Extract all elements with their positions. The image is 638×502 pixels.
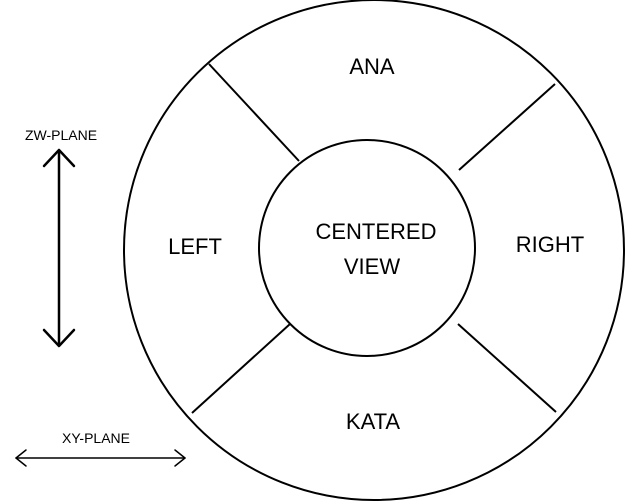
divider-bottom-right [457, 323, 557, 413]
view-label: VIEW [344, 254, 400, 279]
inner-circle [258, 139, 476, 357]
right-label: RIGHT [516, 232, 584, 257]
xy-plane-label: XY-PLANE [62, 430, 130, 446]
ana-label: ANA [349, 54, 395, 79]
kata-label: KATA [346, 409, 401, 434]
divider-top-right [458, 83, 556, 171]
divider-top-left [208, 63, 300, 162]
divider-bottom-left [191, 323, 291, 414]
left-label: LEFT [168, 234, 222, 259]
vertical-double-arrow [42, 148, 76, 348]
horizontal-double-arrow [15, 449, 186, 467]
centered-label: CENTERED [315, 219, 436, 244]
zw-plane-label: ZW-PLANE [25, 127, 97, 143]
